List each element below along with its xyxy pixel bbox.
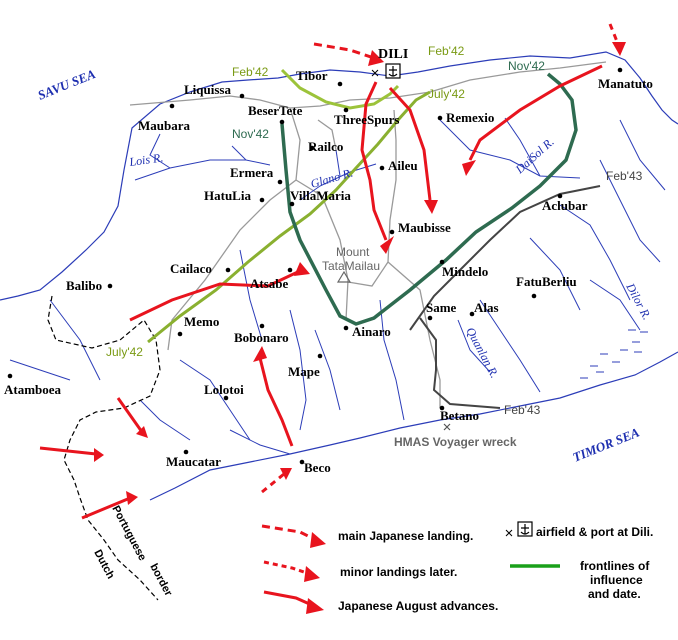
advance-arrows	[39, 64, 603, 520]
river-label-lois: Lois R.	[127, 150, 164, 169]
town-lolotoi: Lolotoi	[204, 382, 244, 397]
date-nov42-left: Nov'42	[232, 127, 269, 141]
legend: main Japanese landing. minor landings la…	[261, 521, 653, 614]
town-balibo: Balibo	[66, 278, 102, 293]
advance-west1-arrow	[39, 446, 97, 456]
legend-airfield-icon	[505, 521, 533, 537]
landing-beco-head	[280, 468, 292, 480]
town-fatuberliu: FatuBerliu	[516, 274, 577, 289]
mountain-label-line2: TataMailau	[322, 259, 380, 273]
town-mape: Mape	[288, 364, 320, 379]
main-landing-dili-head	[368, 50, 384, 66]
legend-airfield-label: airfield & port at Dili.	[536, 525, 653, 539]
advance-west2-arrow	[81, 496, 131, 520]
frontline-feb42-west	[280, 68, 400, 110]
advance-manatuto-arrow	[468, 64, 603, 161]
town-alas: Alas	[474, 300, 499, 315]
legend-main-landing-label: main Japanese landing.	[338, 529, 473, 543]
north-coastline	[0, 51, 678, 301]
town-cailaco: Cailaco	[170, 261, 212, 276]
town-memo: Memo	[184, 314, 219, 329]
south-coastline	[149, 351, 678, 501]
mountain-icon	[336, 270, 352, 283]
town-dots	[7, 67, 623, 465]
landing-beco-arrow	[261, 472, 285, 494]
legend-advance-label: Japanese August advances.	[338, 599, 498, 613]
wreck-icon	[443, 423, 451, 431]
advance-southwest-arrow	[116, 397, 144, 433]
town-beco: Beco	[304, 460, 331, 475]
town-aileu: Aileu	[388, 158, 418, 173]
town-besertete: BeserTete	[248, 103, 303, 118]
town-ermera: Ermera	[230, 165, 274, 180]
town-manatuto: Manatuto	[598, 76, 653, 91]
town-atsabe: Atsabe	[250, 276, 289, 291]
town-villamaria: VillaMaria	[290, 188, 351, 203]
town-railco: Railco	[308, 139, 343, 154]
advance-dili-same-arrow	[388, 86, 432, 201]
border-label-portuguese: Portuguese	[109, 504, 148, 563]
mountain-label-line1: Mount	[336, 245, 370, 259]
airfield-plane-icon	[371, 69, 379, 77]
legend-main-landing-icon	[261, 524, 317, 542]
date-july42-top: July'42	[428, 87, 465, 101]
town-mindelo: Mindelo	[442, 264, 488, 279]
date-july42-bottom: July'42	[106, 345, 143, 359]
town-threespurs: ThreeSpurs	[334, 112, 400, 127]
town-maucatar: Maucatar	[166, 454, 221, 469]
town-maubisse: Maubisse	[398, 220, 451, 235]
river-label-quanlan: Quanlan R.	[463, 325, 501, 380]
frontline-feb43-south	[419, 317, 501, 409]
marsh-symbols	[580, 329, 648, 379]
river-label-daisol: DaiSol R.	[512, 135, 557, 177]
date-feb43-bottom: Feb'43	[504, 403, 541, 417]
wreck-label: HMAS Voyager wreck	[394, 435, 517, 449]
town-maubara: Maubara	[138, 118, 191, 133]
town-hatulia: HatuLia	[204, 188, 251, 203]
landing-manatuto-arrow	[608, 23, 620, 45]
river-label-dilor: Dilor R.	[623, 280, 654, 322]
town-atamboea: Atamboea	[4, 382, 62, 397]
town-dili: DILI	[378, 47, 408, 62]
main-landing-dili-arrow	[313, 42, 375, 60]
town-remexio: Remexio	[446, 110, 494, 125]
date-nov42-right: Nov'42	[508, 59, 545, 73]
frontline-nov42	[280, 72, 578, 326]
legend-advance-icon	[263, 590, 315, 608]
arrowheads	[94, 160, 476, 505]
legend-minor-landing-icon	[263, 560, 311, 576]
portuguese-dutch-border	[47, 295, 161, 601]
frontline-july42	[147, 90, 431, 344]
date-feb42-top: Feb'42	[428, 44, 465, 58]
legend-frontline-label-1: frontlines of	[580, 559, 650, 573]
sea-label-savu: SAVU SEA	[36, 66, 98, 103]
legend-frontline-label-3: and date.	[588, 587, 641, 601]
date-feb42-left: Feb'42	[232, 65, 269, 79]
advance-memo-atsabe-arrow	[129, 268, 303, 322]
town-same: Same	[426, 300, 457, 315]
town-ainaro: Ainaro	[352, 324, 391, 339]
rivers-network	[9, 117, 666, 455]
date-feb43-top: Feb'43	[606, 169, 643, 183]
town-betano: Betano	[440, 408, 479, 423]
advance-dili-maubisse-arrow	[360, 81, 388, 241]
town-bobonaro: Bobonaro	[234, 330, 289, 345]
town-aclubar: Aclubar	[542, 198, 588, 213]
airfield-anchor-icon	[385, 63, 401, 79]
sea-label-timor: TIMOR SEA	[571, 424, 642, 464]
legend-minor-landing-label: minor landings later.	[340, 565, 457, 579]
advance-beco-bobonaro-arrow	[258, 357, 294, 447]
legend-frontline-label-2: influence	[590, 573, 643, 587]
landing-manatuto-head	[612, 42, 626, 56]
town-liquissa: Liquissa	[184, 82, 231, 97]
town-tibor: Tibor	[296, 68, 328, 83]
